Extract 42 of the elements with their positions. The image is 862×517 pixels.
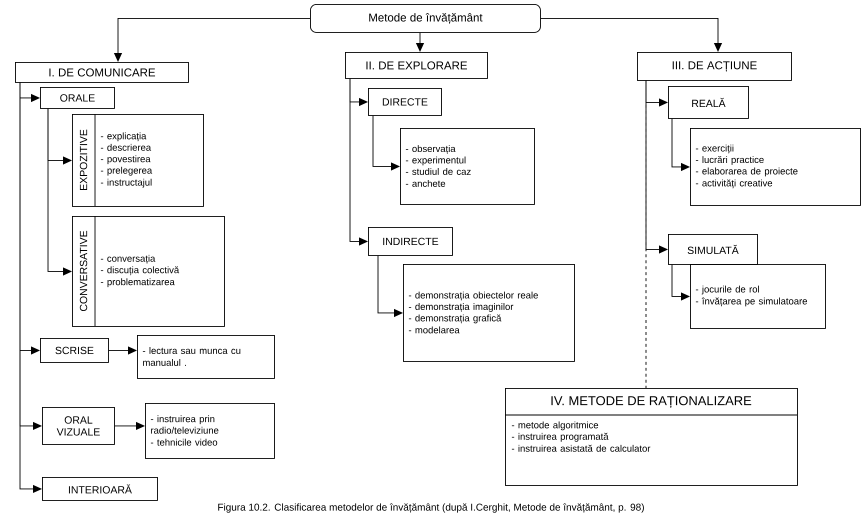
node-label: - exerciții <box>696 144 734 154</box>
group-label: EXPOZITIVE <box>80 130 88 190</box>
node-label: - activități creative <box>696 179 772 188</box>
node-label: - instructajul <box>100 178 152 188</box>
node-label: - experimentul <box>406 156 466 166</box>
item-list: - exerciții - lucrări practice - elaborarea de proiecte - activități creative <box>696 144 798 188</box>
subcategory-box: ORAL VIZUALE <box>42 407 115 445</box>
item-list: - jocurile de rol - învățarea pe simulatoare <box>696 286 808 306</box>
node-label: - explicația <box>100 132 146 142</box>
subcategory-box: SCRISE <box>40 338 109 363</box>
node-label: - povestirea <box>100 155 151 164</box>
item-list: - instruirea prin radio/televiziune - tehnicile video <box>150 415 218 446</box>
item-list: - explicația - descrierea - povestirea - prelegerea - instructajul <box>100 132 152 188</box>
node-label: - observația <box>406 145 456 154</box>
subcategory-box: REALĂ <box>668 86 749 119</box>
item-list: - conversația - discuția colectivă - problematizarea <box>100 254 180 288</box>
node-label: - anchete <box>406 180 446 187</box>
figure-caption: Figura 10.2. Clasificarea metodelor de învățământ (după I.Cerghit, Metode de învățământ, p. 98) <box>218 503 644 513</box>
title-box: Metode de învățământ <box>310 4 541 33</box>
subcategory-box: SIMULATĂ <box>668 234 758 265</box>
node-label: - modelarea <box>408 326 460 334</box>
group-label: CONVERSATIVE <box>80 230 88 312</box>
node-label: - prelegerea <box>100 166 152 176</box>
node-label: - demonstrația grafică <box>408 314 502 324</box>
subcategory-box: INTERIOARĂ <box>42 477 158 501</box>
node-label: - demonstrația obiectelor reale <box>408 292 538 300</box>
item-list: - demonstrația obiectelor reale - demonstrația imaginilor - demonstrația grafică - modelarea <box>408 292 538 334</box>
box-heading: IV. METODE DE RAȚIONALIZARE <box>551 396 752 408</box>
node-label: - demonstrația imaginilor <box>408 303 514 312</box>
item-list: - lectura sau munca cu manualul . <box>142 347 240 366</box>
node-label: - descrierea <box>100 144 152 151</box>
subcategory-box: DIRECTE <box>368 88 442 116</box>
category-box: III. DE ACȚIUNE <box>637 52 792 81</box>
node-label: - elaborarea de proiecte <box>696 168 798 176</box>
node-label: - lucrări practice <box>696 156 764 165</box>
subcategory-box: ORALE <box>40 87 115 109</box>
subcategory-box: INDIRECTE <box>368 227 453 256</box>
category-box: I. DE COMUNICARE <box>15 62 189 83</box>
item-list: - observația - experimentul - studiul de caz - anchete <box>406 145 471 187</box>
category-box: II. DE EXPLORARE <box>345 52 488 79</box>
node-label: - studiul de caz <box>406 168 471 175</box>
item-list: - metode algoritmice - instruirea programată - instruirea asistată de calculator <box>512 421 650 452</box>
